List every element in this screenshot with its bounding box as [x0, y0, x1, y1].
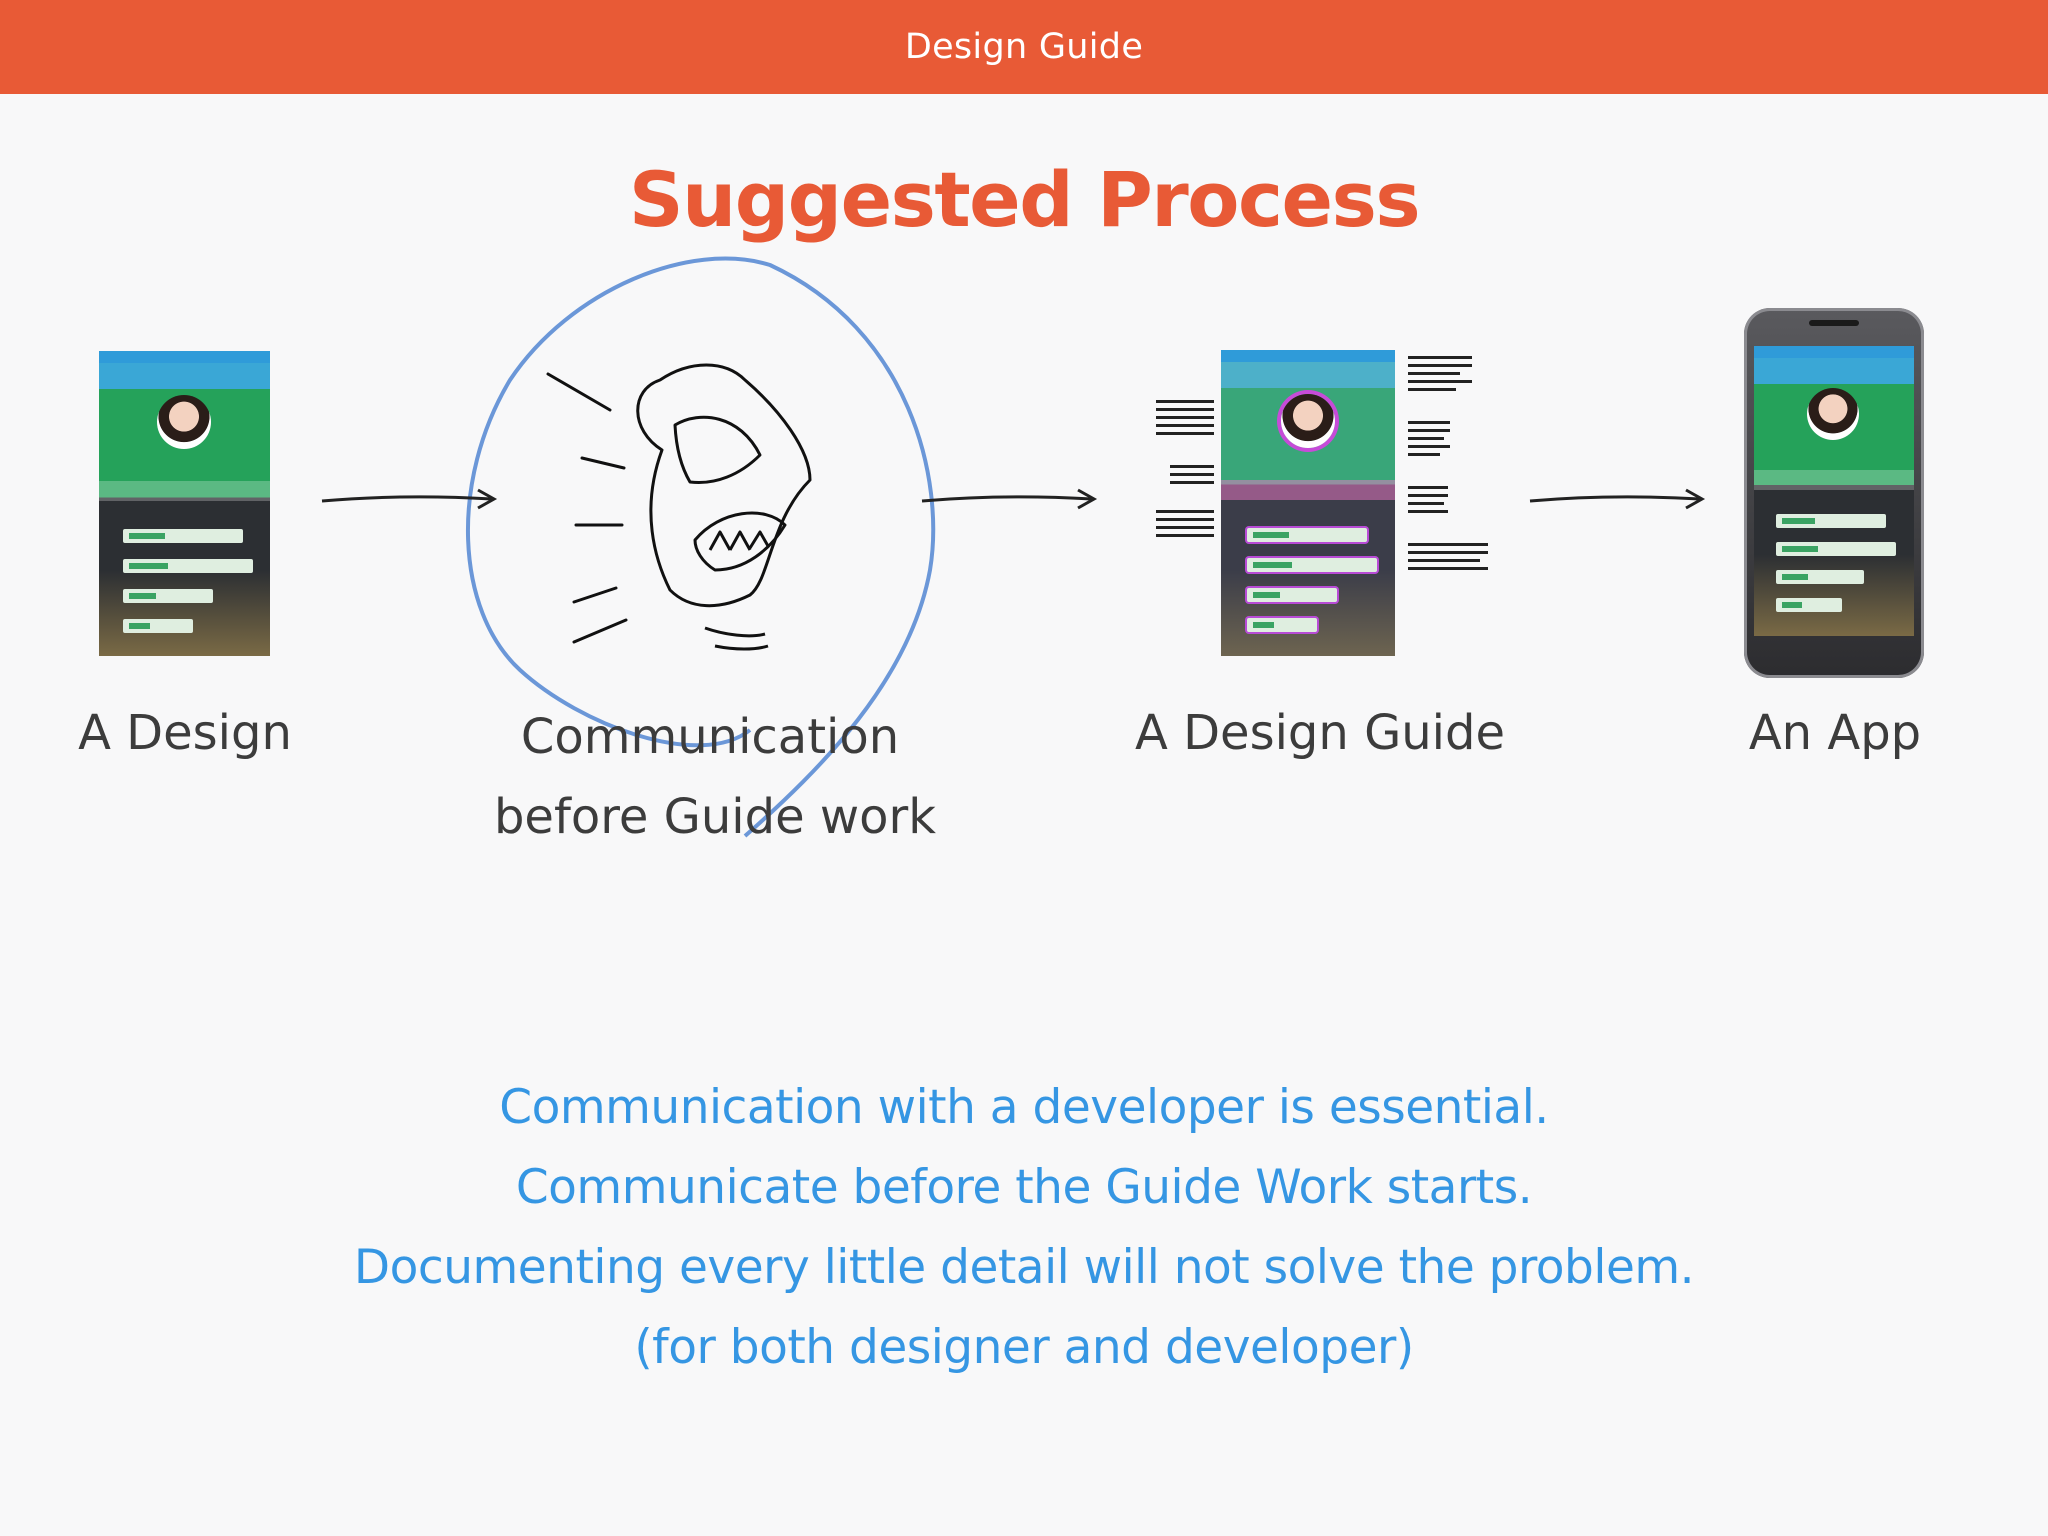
caption-line-2: Communicate before the Guide Work starts…: [515, 1160, 1533, 1215]
mouth-sketch-icon: [636, 363, 812, 651]
app-screen: [1754, 346, 1914, 636]
header-title: Design Guide: [904, 27, 1144, 67]
annotation-lines-left: [1156, 400, 1214, 542]
page-title: Suggested Process: [628, 155, 1421, 244]
avatar: [157, 395, 211, 449]
step-label-communication-line1: Communication: [520, 709, 900, 765]
header-bar: Design Guide: [0, 0, 2048, 94]
caption-line-1: Communication with a developer is essent…: [499, 1080, 1549, 1135]
shout-lines: [546, 372, 628, 644]
step-label-communication-line2: before Guide work: [493, 789, 937, 845]
step-label-app: An App: [1748, 705, 1922, 761]
communication-illustration: [465, 256, 936, 838]
arrow-right-icon: [321, 488, 498, 510]
design-screenshot: [99, 351, 270, 656]
design-guide-screenshot: [1221, 350, 1395, 656]
caption-line-3: Documenting every little detail will not…: [353, 1240, 1695, 1295]
arrow-right-icon: [921, 488, 1098, 510]
step-label-design-guide: A Design Guide: [1134, 705, 1506, 761]
arrow-right-icon: [1529, 488, 1706, 510]
caption-line-4: (for both designer and developer): [634, 1320, 1414, 1375]
step-label-design: A Design: [78, 705, 292, 761]
annotation-lines-right: [1408, 356, 1488, 575]
smartphone-device: [1744, 308, 1924, 678]
highlight-circle: [465, 256, 936, 838]
